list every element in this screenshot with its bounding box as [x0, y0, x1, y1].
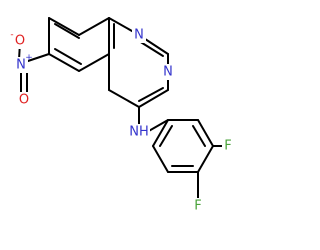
molecule-structure-diagram: N N NH N + O - O F F — [10, 17, 234, 214]
bond — [152, 145, 169, 173]
atom-f1: F — [222, 138, 234, 154]
bond — [108, 89, 140, 108]
bond — [48, 53, 80, 72]
atom-layer: N N NH N + O - O F F — [10, 27, 234, 214]
atom-label-o2: O — [19, 93, 29, 108]
bond — [138, 40, 164, 57]
atom-f2: F — [192, 198, 204, 214]
atom-label-n3: N — [163, 65, 173, 80]
atom-charge-o1: - — [10, 30, 13, 40]
atom-label-background — [13, 33, 27, 49]
atom-charge-nitro-n: + — [25, 53, 33, 63]
atom-label-f2: F — [194, 199, 201, 214]
atom-nh: NH — [128, 124, 150, 140]
bond — [78, 53, 110, 72]
atom-n3: N — [161, 64, 175, 80]
atom-o2: O — [17, 92, 31, 108]
bond — [54, 48, 82, 65]
bond — [138, 89, 169, 108]
atom-label-nitro-n: N — [16, 58, 26, 73]
bond — [78, 17, 110, 36]
bond — [197, 145, 214, 173]
bond — [159, 125, 173, 147]
bond — [146, 119, 169, 133]
bond — [54, 23, 80, 39]
atom-label-o1: O — [15, 34, 25, 49]
atom-label-background — [14, 57, 28, 73]
bond — [48, 17, 80, 36]
bond — [24, 53, 50, 63]
bond — [152, 119, 169, 147]
atom-label-background — [192, 198, 204, 214]
atom-nitro-n: N + — [14, 53, 33, 73]
bond — [138, 87, 164, 102]
atom-label-background — [222, 138, 234, 154]
atom-o1: O - — [10, 30, 27, 49]
bond — [192, 125, 206, 147]
atom-n1: N — [132, 27, 146, 43]
atom-label-background — [161, 64, 175, 80]
atom-label-nh: NH — [129, 125, 149, 140]
bond — [197, 119, 214, 147]
atom-label-n1: N — [134, 28, 144, 43]
atom-label-f1: F — [224, 139, 231, 154]
bond-layer — [18, 17, 223, 199]
atom-label-background — [132, 27, 146, 43]
atom-label-background — [128, 124, 150, 140]
atom-label-background — [17, 92, 31, 108]
